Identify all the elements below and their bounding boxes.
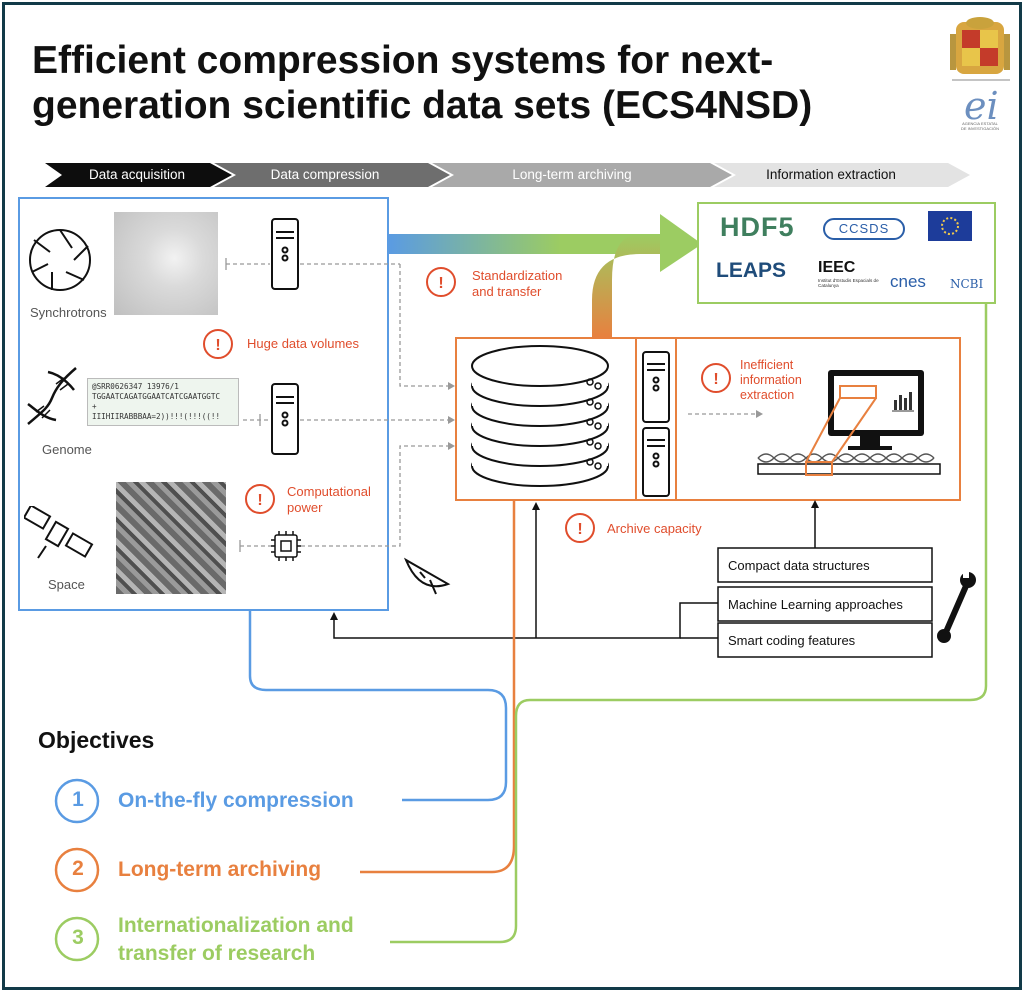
- ieec-subtitle: Institut d'Estudis Espacials de Cataluny…: [818, 278, 879, 288]
- objective-2-number: 2: [72, 857, 84, 880]
- objective-3-number: 3: [72, 926, 84, 949]
- satellite-image: [116, 482, 226, 594]
- spain-crest-icon: ei: [950, 17, 1010, 128]
- objective-2-label: Long-term archiving: [118, 858, 322, 881]
- satellite-icon: [24, 506, 94, 559]
- ieec-logo: IEEC: [818, 259, 856, 276]
- label-synchrotrons: Synchrotrons: [30, 305, 107, 320]
- objective-1-label: On-the-fly compression: [118, 789, 354, 812]
- technique-machine-learning: Machine Learning approaches: [728, 597, 903, 612]
- warning-archive-capacity: Archive capacity: [607, 521, 702, 536]
- title-line-1: Efficient compression systems for next-: [32, 39, 774, 82]
- synchrotron-icon: [29, 229, 91, 291]
- warning-standardization: Standardization and transfer: [472, 268, 563, 299]
- eu-flag-icon: [928, 211, 972, 241]
- label-space: Space: [48, 577, 85, 592]
- title-line-2: generation scientific data sets (ECS4NSD…: [32, 84, 813, 127]
- ncbi-logo: NCBI: [950, 277, 984, 291]
- label-genome: Genome: [42, 442, 92, 457]
- stage-data-acquisition: Data acquisition: [88, 167, 186, 182]
- svg-text:!: !: [577, 521, 582, 538]
- diffraction-image: [114, 212, 218, 315]
- stage-long-term-archiving: Long-term archiving: [512, 167, 632, 182]
- stage-data-compression: Data compression: [270, 167, 380, 182]
- svg-text:!: !: [257, 492, 262, 509]
- poster-title: Efficient compression systems for next- …: [32, 38, 932, 128]
- pipeline-arrows: [45, 163, 970, 187]
- objectives-heading: Objectives: [38, 727, 155, 753]
- cnes-logo: cnes: [890, 272, 926, 291]
- stage-information-extraction: Information extraction: [766, 167, 896, 182]
- svg-text:!: !: [215, 337, 220, 354]
- objective-3-label: Internationalization and transfer of res…: [118, 914, 354, 965]
- svg-text:!: !: [438, 275, 443, 292]
- warning-inefficient: Inefficient information extraction: [740, 358, 802, 402]
- technique-smart-coding: Smart coding features: [728, 633, 856, 648]
- technique-compact-data: Compact data structures: [728, 558, 870, 573]
- warning-huge-data: Huge data volumes: [247, 336, 360, 351]
- objective-1-number: 1: [72, 788, 84, 811]
- warning-computational: Computational power: [287, 484, 371, 515]
- svg-text:ei: ei: [964, 84, 999, 128]
- ccsds-logo: CCSDS: [823, 218, 905, 240]
- svg-text:!: !: [713, 371, 718, 388]
- hdf5-logo: HDF5: [720, 212, 795, 242]
- aei-label: AGENCIA ESTATAL DE INVESTIGACIÓN: [960, 121, 999, 131]
- eu-stars-icon: [941, 217, 959, 235]
- genome-sequence: @SRR0626347 13976/1 TGGAATCAGATGGAATCATC…: [87, 378, 239, 426]
- leaps-logo: LEAPS: [716, 259, 787, 282]
- dna-icon: [27, 367, 77, 425]
- server-icons: [271, 218, 299, 455]
